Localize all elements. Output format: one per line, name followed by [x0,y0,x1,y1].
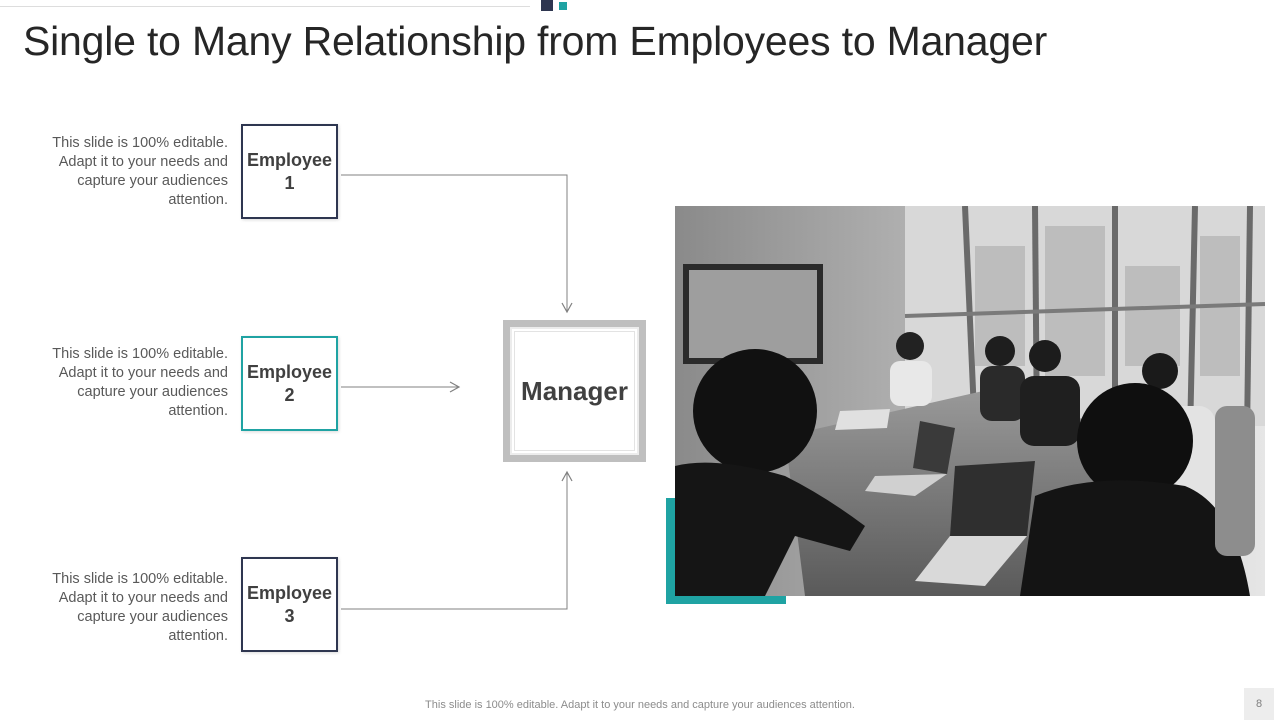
slide-title: Single to Many Relationship from Employe… [23,18,1048,64]
employee-2-box[interactable]: Employee 2 [241,336,338,431]
accent-square-teal [559,2,567,10]
top-rule [0,6,530,7]
employee-2-number: 2 [284,384,295,405]
employee-3-box[interactable]: Employee 3 [241,557,338,652]
employee-2-label: Employee [246,361,333,382]
employee-1-box[interactable]: Employee 1 [241,124,338,219]
employee-2-description: This slide is 100% editable. Adapt it to… [52,346,228,419]
connector-employee-3 [341,470,573,610]
employee-3-description: This slide is 100% editable. Adapt it to… [52,571,228,644]
footer-note: This slide is 100% editable. Adapt it to… [425,699,855,711]
manager-inner-frame [514,331,635,451]
meeting-photo-illustration [675,206,1265,596]
connector-employee-1 [341,174,573,314]
accent-square-dark [541,0,553,11]
employee-3-label: Employee [246,582,333,603]
page-number: 8 [1244,688,1274,720]
meeting-photo [675,206,1265,596]
employee-3-number: 3 [284,605,295,626]
manager-label: Manager [521,375,628,406]
employee-1-number: 1 [284,172,295,193]
employee-1-label: Employee [246,149,333,170]
employee-1-description: This slide is 100% editable. Adapt it to… [52,135,228,208]
manager-box[interactable]: Manager [503,320,646,462]
